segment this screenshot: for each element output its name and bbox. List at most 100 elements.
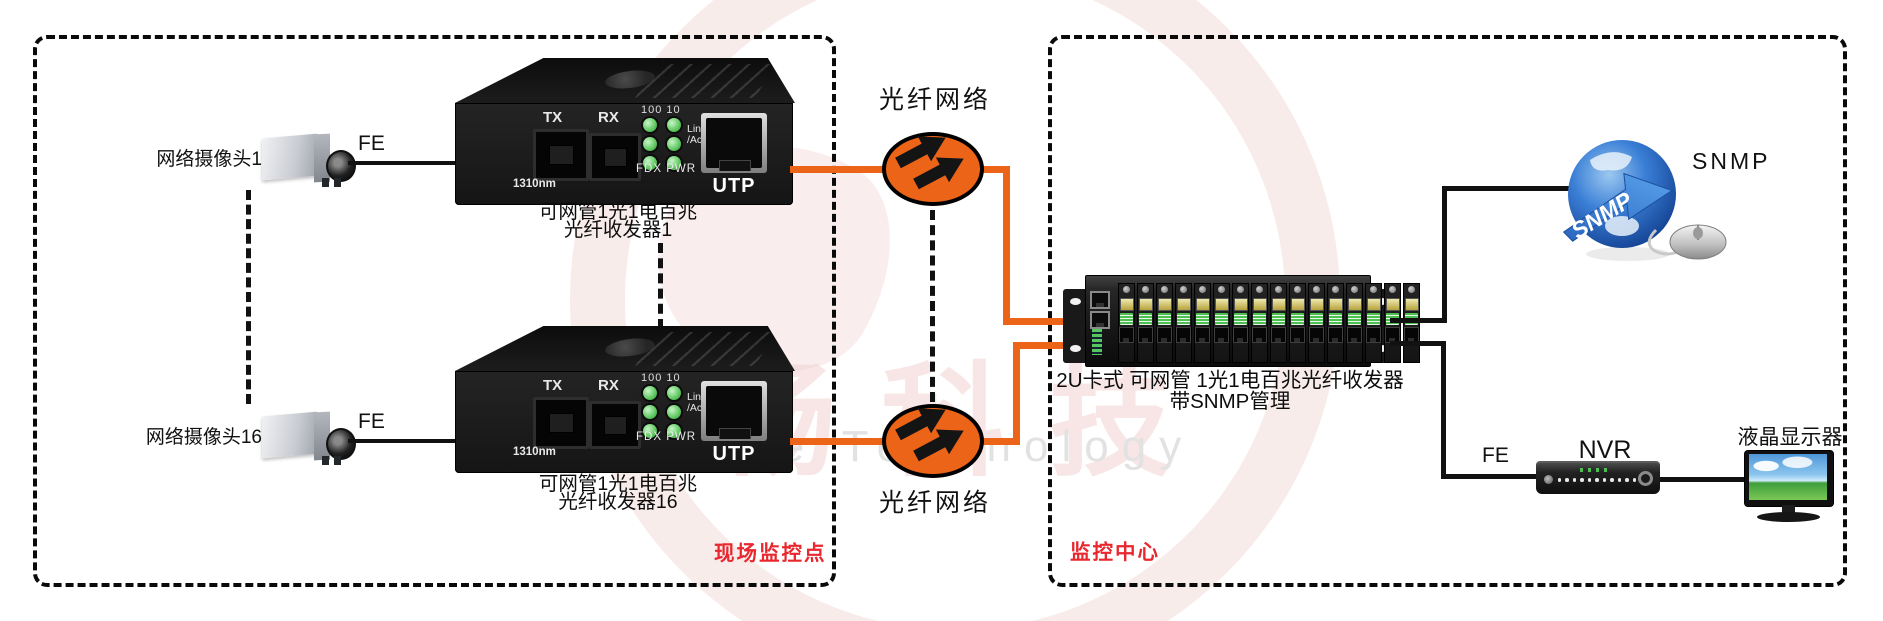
link-act-label: Link /Act xyxy=(687,123,707,146)
rack-slot-card xyxy=(1403,283,1420,363)
converter-logo-icon xyxy=(604,336,656,359)
mouse-icon xyxy=(1669,224,1727,260)
slot-screw-icon xyxy=(1370,286,1377,293)
camera-lens-icon xyxy=(326,428,356,460)
double-arrow-icon xyxy=(895,408,964,462)
slot-fiber-port xyxy=(1290,298,1305,311)
led-100-icon xyxy=(643,386,657,400)
monitor-label: 液晶显示器 xyxy=(1737,426,1843,449)
rack-to-snmp-link-h2 xyxy=(1442,186,1570,191)
rack-slot-card xyxy=(1232,283,1249,363)
slot-rj45-port xyxy=(1328,327,1343,343)
slot-led-sticker xyxy=(1234,313,1247,325)
slot-screw-icon xyxy=(1123,286,1130,293)
speed-leds-label: 100 10 xyxy=(641,372,681,384)
utp-label: UTP xyxy=(712,443,756,465)
slot-led-sticker xyxy=(1291,313,1304,325)
camera16-label: 网络摄像头16 xyxy=(145,427,262,448)
slot-fiber-port xyxy=(1138,298,1153,311)
tx-label: TX xyxy=(543,109,563,126)
slot-led-sticker xyxy=(1139,313,1152,325)
slot-screw-icon xyxy=(1313,286,1320,293)
wavelength-label: 1310nm xyxy=(513,178,556,190)
led-link-icon xyxy=(643,137,657,151)
slot-screw-icon xyxy=(1294,286,1301,293)
converter-front-panel: TX RX 100 10 Link /Act FDX PWR 1310nm UT… xyxy=(455,371,793,473)
fdx-pwr-label: FDX PWR xyxy=(636,431,697,443)
slot-rj45-port xyxy=(1157,327,1172,343)
slot-screw-icon xyxy=(1275,286,1282,293)
slot-fiber-port xyxy=(1119,298,1134,311)
rack-to-snmp-link-h1 xyxy=(1390,318,1447,323)
slot-rj45-port xyxy=(1138,327,1153,343)
led-pwr-icon xyxy=(667,156,681,170)
rx-label: RX xyxy=(598,109,619,126)
slot-rj45-port xyxy=(1366,327,1381,343)
mgmt-led-column xyxy=(1092,329,1102,355)
slot-screw-icon xyxy=(1161,286,1168,293)
slot-fiber-port xyxy=(1385,298,1400,311)
camera1-icon xyxy=(260,128,356,188)
slot-led-sticker xyxy=(1367,313,1380,325)
fiber-network-top-label: 光纤网络 xyxy=(878,86,991,114)
rack-slot-card xyxy=(1270,283,1287,363)
slot-fiber-port xyxy=(1195,298,1210,311)
snmp-label: SNMP xyxy=(1692,148,1771,174)
led-10-icon xyxy=(667,386,681,400)
speed-leds-label: 100 10 xyxy=(641,104,681,116)
cameras-continuation-dashed-line xyxy=(246,190,251,404)
fiber-link-cloud-bottom-right xyxy=(982,438,1020,445)
slot-led-sticker xyxy=(1177,313,1190,325)
slot-fiber-port xyxy=(1252,298,1267,311)
slot-rj45-port xyxy=(1404,327,1419,343)
converter-logo-icon xyxy=(604,68,656,91)
rack-name: 2U卡式 可网管 1光1电百兆光纤收发器 带SNMP管理 xyxy=(1056,369,1404,413)
slot-screw-icon xyxy=(1389,286,1396,293)
fiber-link-conv16-to-cloud xyxy=(790,438,884,445)
converter-front-panel: TX RX 100 10 Link /Act FDX PWR 1310nm UT… xyxy=(455,103,793,205)
rack-slot-card xyxy=(1384,283,1401,363)
slot-screw-icon xyxy=(1180,286,1187,293)
site-monitoring-zone-border xyxy=(33,35,836,587)
rack-to-nvr-link-h2 xyxy=(1441,474,1538,479)
slot-led-sticker xyxy=(1253,313,1266,325)
slot-led-sticker xyxy=(1329,313,1342,325)
fiber-link-into-rack-top xyxy=(1003,318,1073,325)
slot-led-sticker xyxy=(1348,313,1361,325)
mgmt-rj45-port xyxy=(1090,311,1110,329)
led-fdx-icon xyxy=(643,156,657,170)
rx-label: RX xyxy=(598,377,619,394)
media-converter-1: TX RX 100 10 Link /Act FDX PWR 1310nm UT… xyxy=(440,58,795,205)
fdx-pwr-label: FDX PWR xyxy=(636,163,697,175)
rack-to-nvr-link-v xyxy=(1441,341,1446,477)
slot-fiber-port xyxy=(1233,298,1248,311)
rack-management-module xyxy=(1090,291,1115,363)
nvr-power-button-icon xyxy=(1544,475,1553,484)
slot-led-sticker xyxy=(1196,313,1209,325)
fiber-link-top-vertical xyxy=(1003,166,1010,322)
fiber-link-cloud-top-right xyxy=(982,166,1010,173)
converter1-name: 可网管1光1电百兆 光纤收发器1 xyxy=(538,201,698,241)
slot-rj45-port xyxy=(1214,327,1229,343)
led-act-icon xyxy=(667,137,681,151)
slot-screw-icon xyxy=(1199,286,1206,293)
rack-slot-card xyxy=(1327,283,1344,363)
fiber-link-bottom-vertical xyxy=(1013,345,1020,445)
monitor-screen xyxy=(1749,454,1827,500)
fe16-label: FE xyxy=(358,410,385,433)
slot-rj45-port xyxy=(1252,327,1267,343)
rack-to-snmp-link-v xyxy=(1442,186,1447,323)
slot-rj45-port xyxy=(1271,327,1286,343)
utp-label: UTP xyxy=(712,175,756,197)
led-fdx-icon xyxy=(643,424,657,438)
fiber-network-top-icon xyxy=(882,132,984,206)
utp-rj45-port xyxy=(701,113,767,173)
center-zone-label: 监控中心 xyxy=(1070,541,1160,564)
led-100-icon xyxy=(643,118,657,132)
snmp-globe-icon: SNMP xyxy=(1560,130,1735,275)
utp-rj45-port xyxy=(701,381,767,441)
nvr-to-monitor-link xyxy=(1658,477,1748,482)
tx-fiber-port xyxy=(533,129,589,181)
fiber-continuation-dashed-line xyxy=(930,210,935,402)
slot-rj45-port xyxy=(1195,327,1210,343)
